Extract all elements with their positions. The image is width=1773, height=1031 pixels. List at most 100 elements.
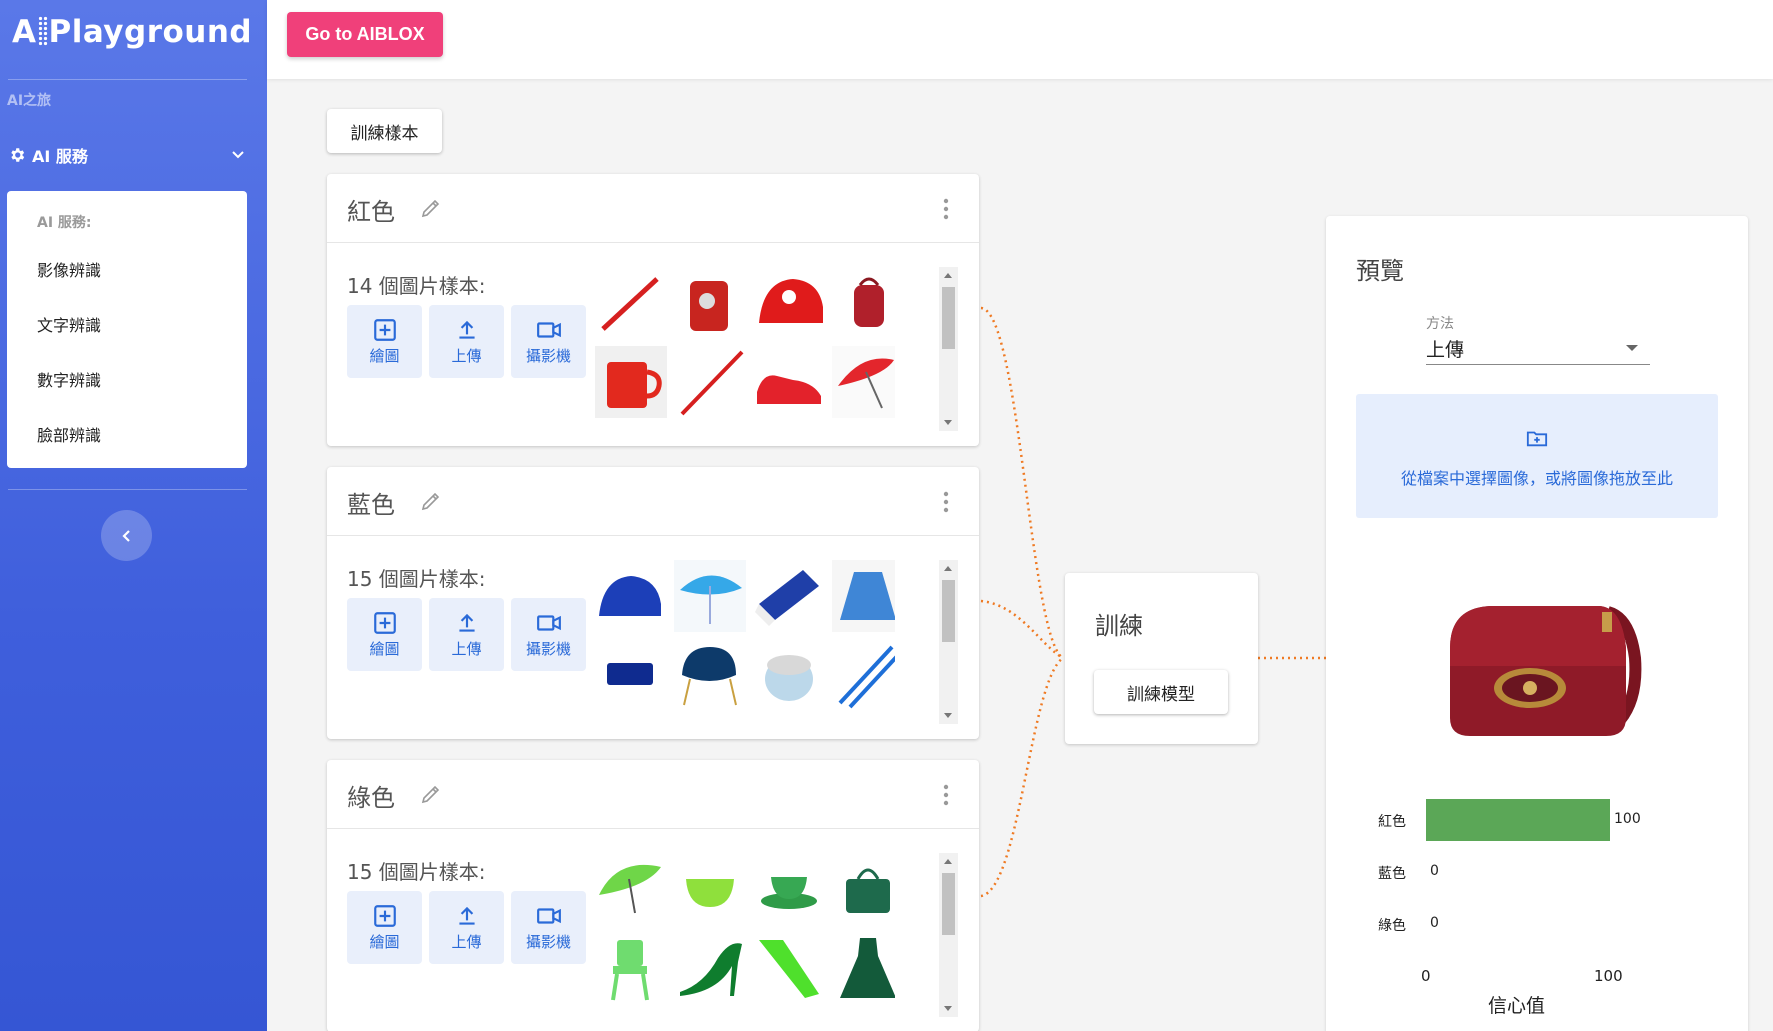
sample-chair-image[interactable] <box>674 639 746 711</box>
sample-count: 15 個圖片樣本: <box>347 860 486 884</box>
result-value-blue: 0 <box>1430 863 1439 879</box>
add-box-icon <box>373 612 396 634</box>
sample-sneaker-image[interactable] <box>753 346 825 418</box>
sidebar-item-digit-recognition[interactable]: 數字辨識 <box>37 371 102 390</box>
upload-button[interactable]: 上傳 <box>429 598 504 671</box>
sample-umbrella-image[interactable] <box>595 853 667 925</box>
preview-panel: 預覽 方法 上傳 從檔案中選擇圖像，或將圖像拖放至此 紅色 100 藍色 0 綠… <box>1326 216 1748 1031</box>
train-model-button[interactable]: 訓練模型 <box>1094 670 1228 714</box>
upload-label: 上傳 <box>451 347 482 365</box>
sample-eraser-image[interactable] <box>753 560 825 632</box>
sample-comb-image[interactable] <box>753 932 825 1004</box>
sample-umbrella-image[interactable] <box>674 560 746 632</box>
sample-sharpener-image[interactable] <box>674 267 746 339</box>
pencil-icon[interactable] <box>419 782 443 806</box>
sample-count: 15 個圖片樣本: <box>347 567 486 591</box>
gear-icon <box>11 148 25 162</box>
class-card-blue: 藍色 15 個圖片樣本: 繪圖 上傳 攝影機 <box>327 467 979 739</box>
class-card-header: 紅色 <box>327 174 979 243</box>
camera-button[interactable]: 攝影機 <box>511 305 586 378</box>
sidebar-item-face-recognition[interactable]: 臉部辨識 <box>37 426 102 445</box>
chevron-down-icon <box>232 151 244 159</box>
preview-title: 預覽 <box>1356 257 1404 285</box>
sidebar-item-text-recognition[interactable]: 文字辨識 <box>37 316 102 335</box>
video-camera-icon <box>536 322 561 338</box>
collapse-sidebar-button[interactable] <box>101 510 152 561</box>
top-bar: Go to AIBLOX <box>267 0 1773 79</box>
folder-add-icon <box>1526 431 1548 447</box>
upload-label: 上傳 <box>451 933 482 951</box>
camera-label: 攝影機 <box>525 640 571 658</box>
sample-skirt-image[interactable] <box>832 560 895 632</box>
class-card-red: 紅色 14 個圖片樣本: 繪圖 上傳 攝影機 <box>327 174 979 446</box>
dropzone-text: 從檔案中選擇圖像，或將圖像拖放至此 <box>1400 469 1673 488</box>
draw-label: 繪圖 <box>369 933 400 951</box>
camera-label: 攝影機 <box>525 933 571 951</box>
video-camera-icon <box>536 615 561 631</box>
thumbnails-scrollbar[interactable] <box>939 560 958 724</box>
more-options-icon[interactable] <box>943 784 949 806</box>
camera-label: 攝影機 <box>525 347 571 365</box>
divider <box>8 79 247 80</box>
sample-pens-image[interactable] <box>832 639 895 711</box>
train-card: 訓練 訓練模型 <box>1065 573 1258 744</box>
sidebar-item-image-recognition[interactable]: 影像辨識 <box>37 261 102 280</box>
go-to-aiblox-button[interactable]: Go to AIBLOX <box>287 12 443 57</box>
method-value: 上傳 <box>1426 339 1465 361</box>
preview-image <box>1430 588 1660 768</box>
class-card-header: 綠色 <box>327 760 979 829</box>
upload-button[interactable]: 上傳 <box>429 305 504 378</box>
dropdown-arrow-icon <box>1626 345 1638 351</box>
sample-mug-image[interactable] <box>595 346 667 418</box>
sample-teacup-image[interactable] <box>753 853 825 925</box>
sample-umbrella-image[interactable] <box>832 346 895 418</box>
add-box-icon <box>373 319 396 341</box>
sample-handbag-image[interactable] <box>832 853 895 925</box>
upload-icon <box>458 906 475 925</box>
sample-count: 14 個圖片樣本: <box>347 274 486 298</box>
ai-services-label: AI 服務 <box>32 147 88 166</box>
camera-button[interactable]: 攝影機 <box>511 891 586 964</box>
axis-tick-min: 0 <box>1421 967 1431 985</box>
ai-services-menu[interactable]: AI 服務 <box>8 144 248 166</box>
confidence-bar-red <box>1426 799 1610 841</box>
more-options-icon[interactable] <box>943 198 949 220</box>
result-label-red: 紅色 <box>1378 814 1406 830</box>
pencil-icon[interactable] <box>419 196 443 220</box>
result-label-green: 綠色 <box>1378 918 1406 934</box>
thumbnails-scrollbar[interactable] <box>939 853 958 1017</box>
upload-button[interactable]: 上傳 <box>429 891 504 964</box>
camera-button[interactable]: 攝影機 <box>511 598 586 671</box>
thumbnails-scrollbar[interactable] <box>939 267 958 431</box>
sample-bowl-image[interactable] <box>674 853 746 925</box>
method-select[interactable]: 上傳 <box>1426 332 1650 365</box>
sample-backpack-image[interactable] <box>832 267 895 339</box>
sample-pencil-image[interactable] <box>674 346 746 418</box>
pencil-icon[interactable] <box>419 489 443 513</box>
chevron-left-icon <box>121 529 130 542</box>
result-value-green: 0 <box>1430 915 1439 931</box>
sample-pen-image[interactable] <box>595 267 667 339</box>
draw-button[interactable]: 繪圖 <box>347 305 422 378</box>
sample-rice-cooker-image[interactable] <box>753 639 825 711</box>
sample-thumbnails <box>595 853 895 1017</box>
sample-thumbnails <box>595 267 895 431</box>
sample-dress-image[interactable] <box>832 932 895 1004</box>
class-card-header: 藍色 <box>327 467 979 536</box>
video-camera-icon <box>536 908 561 924</box>
draw-button[interactable]: 繪圖 <box>347 891 422 964</box>
more-options-icon[interactable] <box>943 491 949 513</box>
sidebar-section-label: AI之旅 <box>7 93 52 109</box>
file-dropzone[interactable]: 從檔案中選擇圖像，或將圖像拖放至此 <box>1356 394 1718 518</box>
add-box-icon <box>373 905 396 927</box>
draw-button[interactable]: 繪圖 <box>347 598 422 671</box>
sample-thumbnails <box>595 560 895 724</box>
sample-pencil-case-image[interactable] <box>595 639 667 711</box>
sample-cap-image[interactable] <box>753 267 825 339</box>
sample-chair-image[interactable] <box>595 932 667 1004</box>
result-value-red: 100 <box>1614 811 1641 827</box>
sample-high-heel-image[interactable] <box>674 932 746 1004</box>
sample-cap-image[interactable] <box>595 560 667 632</box>
